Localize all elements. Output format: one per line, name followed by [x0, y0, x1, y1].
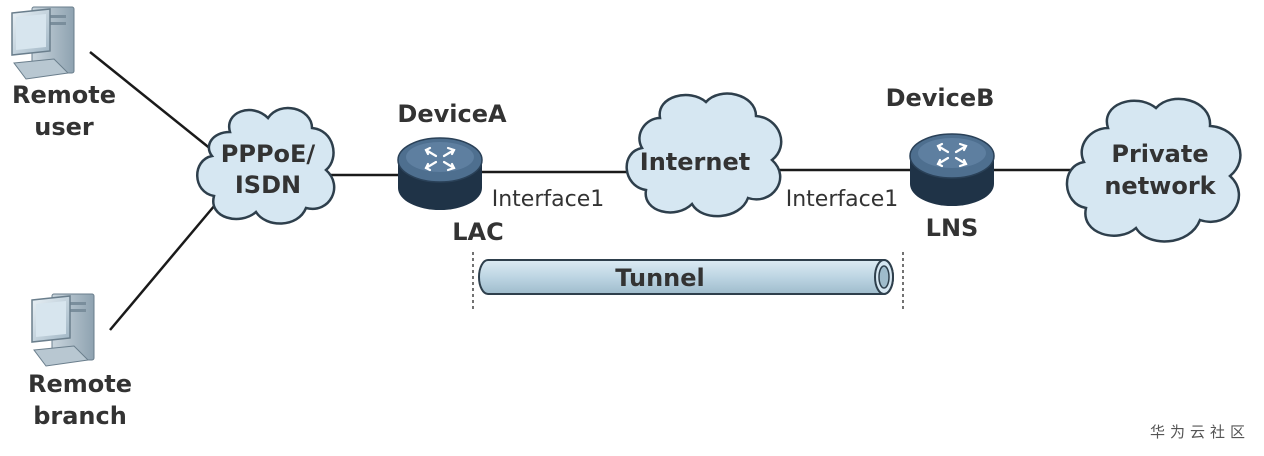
devicea-name-label: DeviceA — [397, 100, 507, 128]
pppoe-isdn-cloud-icon — [196, 106, 336, 225]
pppoe-label-line1: PPPoE/ — [221, 140, 316, 168]
private-network-cloud-icon — [1065, 97, 1242, 243]
remote-branch-pc-icon — [31, 293, 95, 367]
tunnel-label: Tunnel — [615, 264, 705, 292]
internet-cloud-icon — [625, 92, 783, 218]
remote-branch-label-line2: branch — [33, 402, 127, 430]
link-user-pppoe — [89, 51, 213, 151]
remote-user-label-line2: user — [34, 113, 94, 141]
link-branch-pppoe — [109, 204, 216, 331]
internet-label: Internet — [640, 148, 750, 176]
devicea-interface-label: Interface1 — [492, 187, 605, 212]
deviceb-name-label: DeviceB — [886, 84, 995, 112]
deviceb-role-label: LNS — [926, 214, 979, 242]
tunnel-pipe — [478, 259, 894, 295]
devicea-router-icon — [397, 137, 483, 210]
deviceb-interface-label: Interface1 — [786, 187, 899, 212]
private-network-label-line2: network — [1104, 172, 1216, 200]
pppoe-label-line2: ISDN — [235, 171, 301, 199]
watermark-text: 华为云社区 — [1150, 423, 1250, 441]
remote-user-label-line1: Remote — [12, 81, 116, 109]
deviceb-router-icon — [909, 133, 995, 206]
remote-branch-label-line1: Remote — [28, 370, 132, 398]
links — [89, 51, 1085, 331]
private-network-label-line1: Private — [1111, 140, 1208, 168]
devicea-role-label: LAC — [452, 218, 503, 246]
remote-user-pc-icon — [11, 6, 75, 80]
